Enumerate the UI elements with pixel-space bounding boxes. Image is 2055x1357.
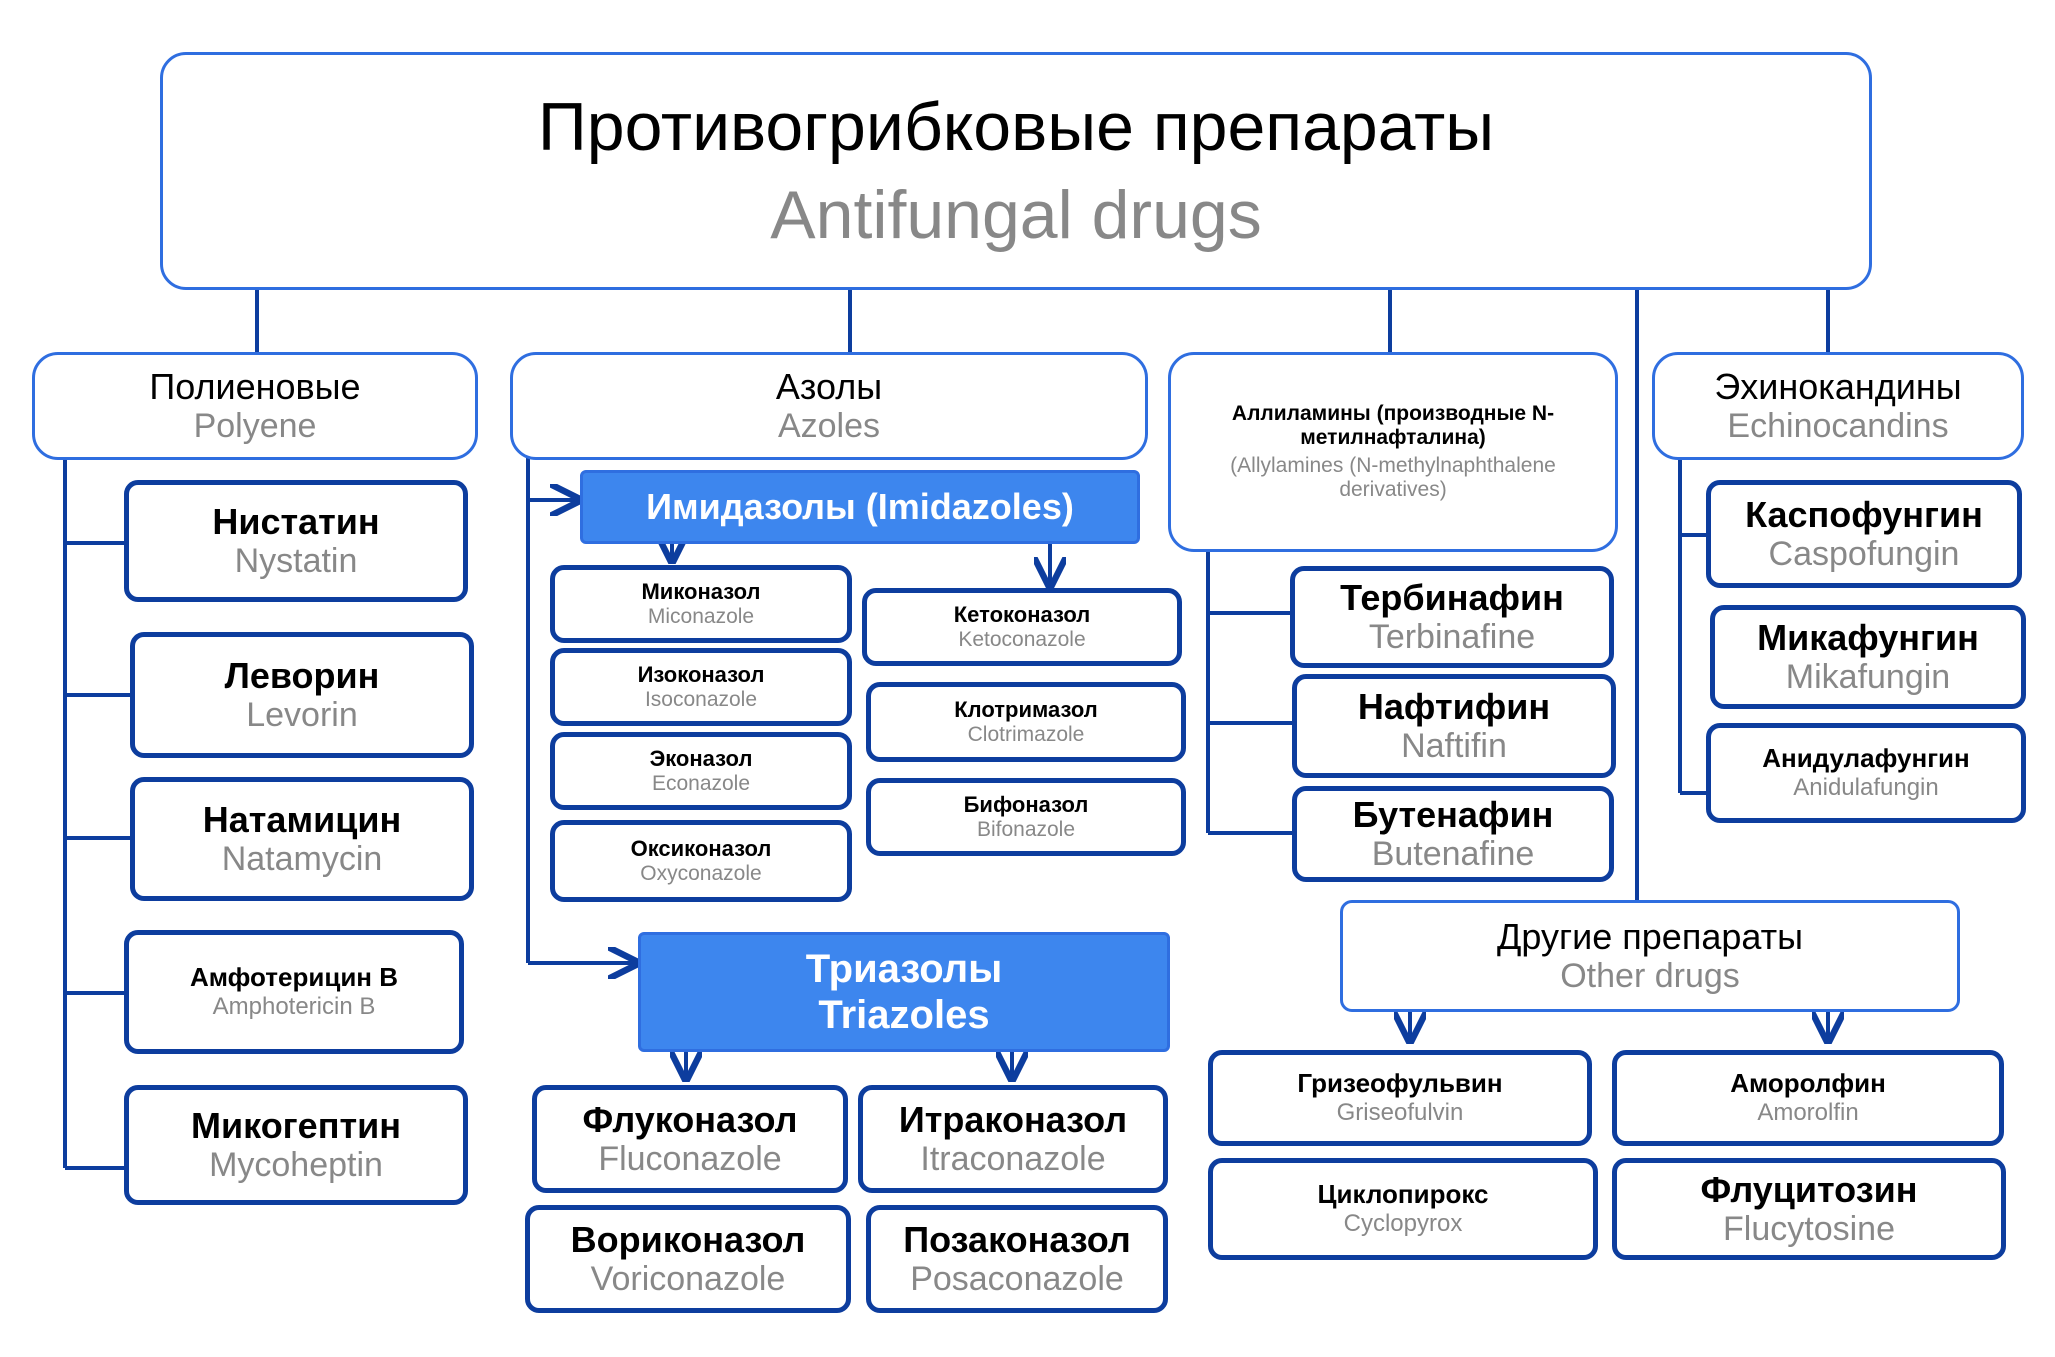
- other-drugs-category: Другие препараты Other drugs: [1340, 900, 1960, 1012]
- drug-box: Изоконазол Isoconazole: [550, 648, 852, 726]
- drug-box: Циклопирокс Cyclopyrox: [1208, 1158, 1598, 1260]
- polyene-en: Polyene: [193, 407, 317, 446]
- drug-box: Натамицин Natamycin: [130, 777, 474, 901]
- drug-box: Леворин Levorin: [130, 632, 474, 758]
- drug-box: Микафунгин Mikafungin: [1710, 605, 2026, 709]
- drug-box: Оксиконазол Oxyconazole: [550, 820, 852, 902]
- drug-box: Тербинафин Terbinafine: [1290, 566, 1614, 668]
- drug-box: Позаконазол Posaconazole: [866, 1205, 1168, 1313]
- drug-box: Эконазол Econazole: [550, 732, 852, 810]
- drug-box: Анидулафунгин Anidulafungin: [1706, 723, 2026, 823]
- polyene-category: Полиеновые Polyene: [32, 352, 478, 460]
- drug-box: Каспофунгин Caspofungin: [1706, 480, 2022, 588]
- triazoles-en: Triazoles: [818, 993, 990, 1037]
- title-ru: Противогрибковые препараты: [537, 88, 1495, 165]
- drug-box: Флуцитозин Flucytosine: [1612, 1158, 2006, 1260]
- allylamines-ru: Аллиламины (производные N-метилнафталина…: [1231, 401, 1555, 449]
- drug-box: Аморолфин Amorolfin: [1612, 1050, 2004, 1146]
- drug-box: Клотримазол Clotrimazole: [866, 682, 1186, 762]
- drug-box: Бутенафин Butenafine: [1292, 786, 1614, 882]
- drug-box: Гризеофульвин Griseofulvin: [1208, 1050, 1592, 1146]
- drug-box: Нафтифин Naftifin: [1292, 674, 1616, 778]
- polyene-ru: Полиеновые: [149, 365, 361, 407]
- azoles-category: Азолы Azoles: [510, 352, 1148, 460]
- echinocandins-en: Echinocandins: [1727, 407, 1949, 446]
- triazoles-box: Триазолы Triazoles: [638, 932, 1170, 1052]
- other-drugs-en: Other drugs: [1560, 957, 1740, 996]
- echinocandins-category: Эхинокандины Echinocandins: [1652, 352, 2024, 460]
- drug-box: Микогептин Mycoheptin: [124, 1085, 468, 1205]
- allylamines-en: (Allylamines (N-methylnaphthalene deriva…: [1230, 454, 1556, 502]
- drug-box: Миконазол Miconazole: [550, 565, 852, 643]
- echinocandins-ru: Эхинокандины: [1714, 365, 1962, 407]
- allylamines-category: Аллиламины (производные N-метилнафталина…: [1168, 352, 1618, 552]
- triazoles-ru: Триазолы: [805, 947, 1003, 991]
- drug-box: Флуконазол Fluconazole: [532, 1085, 848, 1193]
- imidazoles-label: Имидазолы (Imidazoles): [646, 486, 1074, 528]
- imidazoles-box: Имидазолы (Imidazoles): [580, 470, 1140, 544]
- drug-box: Нистатин Nystatin: [124, 480, 468, 602]
- title-en: Antifungal drugs: [770, 177, 1262, 253]
- drug-box: Вориконазол Voriconazole: [525, 1205, 851, 1313]
- drug-box: Бифоназол Bifonazole: [866, 778, 1186, 856]
- drug-box: Амфотерицин В Amphotericin B: [124, 930, 464, 1054]
- other-drugs-ru: Другие препараты: [1497, 915, 1803, 957]
- azoles-ru: Азолы: [775, 365, 883, 407]
- azoles-en: Azoles: [777, 407, 881, 446]
- title-box: Противогрибковые препараты Antifungal dr…: [160, 52, 1872, 290]
- drug-box: Итраконазол Itraconazole: [858, 1085, 1168, 1193]
- drug-box: Кетоконазол Ketoconazole: [862, 588, 1182, 666]
